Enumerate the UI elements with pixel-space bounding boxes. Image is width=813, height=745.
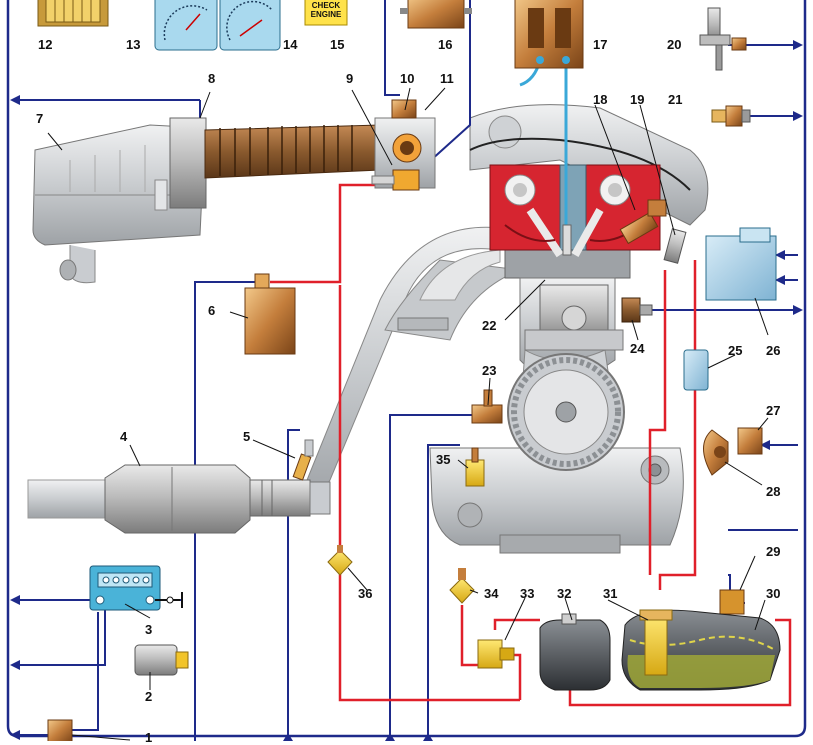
canister-purge-valve bbox=[244, 273, 296, 355]
label-2: 2 bbox=[145, 689, 153, 704]
catalytic-converter bbox=[27, 464, 331, 534]
label-28: 28 bbox=[766, 484, 781, 499]
timing-gear bbox=[507, 353, 625, 471]
label-33: 33 bbox=[520, 586, 535, 601]
throttle-body bbox=[371, 99, 436, 191]
horn-28 bbox=[703, 429, 729, 476]
check-engine-text: CHECK ENGINE bbox=[305, 1, 347, 19]
speed-sensor-24 bbox=[621, 297, 653, 323]
module-27 bbox=[737, 427, 763, 455]
label-12: 12 bbox=[38, 37, 53, 52]
label-26: 26 bbox=[766, 343, 781, 358]
spark-plug bbox=[562, 224, 572, 256]
check-engine-line2: ENGINE bbox=[310, 10, 342, 19]
check-engine-lamp bbox=[304, 0, 348, 26]
label-1: 1 bbox=[145, 730, 153, 745]
label-14: 14 bbox=[283, 37, 298, 52]
label-36: 36 bbox=[358, 586, 373, 601]
label-29: 29 bbox=[766, 544, 781, 559]
label-32: 32 bbox=[557, 586, 572, 601]
temp-sender-35 bbox=[465, 447, 485, 487]
label-17: 17 bbox=[593, 37, 608, 52]
fuel-pump-31 bbox=[639, 609, 673, 676]
label-9: 9 bbox=[346, 71, 354, 86]
label-5: 5 bbox=[243, 429, 251, 444]
label-35: 35 bbox=[436, 452, 451, 467]
check-engine-line1: CHECK bbox=[311, 1, 341, 10]
label-24: 24 bbox=[630, 341, 645, 356]
label-11: 11 bbox=[440, 71, 454, 86]
fuel-lines bbox=[270, 183, 792, 707]
frame-border bbox=[6, 0, 807, 738]
camshaft-sensor bbox=[699, 7, 747, 71]
label-25: 25 bbox=[728, 343, 743, 358]
fuel-pressure-module bbox=[514, 0, 584, 69]
label-8: 8 bbox=[208, 71, 216, 86]
label-18: 18 bbox=[593, 92, 608, 107]
valve-33 bbox=[477, 639, 515, 669]
ecu-unit bbox=[705, 227, 777, 301]
canister-32 bbox=[539, 613, 611, 691]
piston bbox=[524, 284, 624, 351]
label-27: 27 bbox=[766, 403, 781, 418]
label-22: 22 bbox=[482, 318, 497, 333]
fuel-filter bbox=[683, 349, 709, 391]
label-21: 21 bbox=[668, 92, 683, 107]
ecu-pin-connector bbox=[37, 0, 109, 27]
intake-duct bbox=[169, 117, 381, 209]
regulator-34 bbox=[449, 568, 475, 604]
oxygen-sensor bbox=[292, 439, 314, 481]
regulator-36 bbox=[327, 545, 353, 576]
label-10: 10 bbox=[400, 71, 415, 86]
label-7: 7 bbox=[36, 111, 44, 126]
label-16: 16 bbox=[438, 37, 453, 52]
label-3: 3 bbox=[145, 622, 153, 637]
label-4: 4 bbox=[120, 429, 128, 444]
label-20: 20 bbox=[667, 37, 682, 52]
relay-box bbox=[400, 0, 472, 29]
speedometer-gauge bbox=[219, 0, 281, 51]
label-30: 30 bbox=[766, 586, 781, 601]
main-relay bbox=[47, 719, 73, 741]
label-19: 19 bbox=[630, 92, 645, 107]
exhaust-manifold bbox=[304, 226, 521, 507]
label-34: 34 bbox=[484, 586, 499, 601]
label-13: 13 bbox=[126, 37, 141, 52]
ignition-switch bbox=[134, 644, 189, 676]
label-15: 15 bbox=[330, 37, 345, 52]
coolant-temp-sensor bbox=[711, 105, 751, 127]
fuel-injector bbox=[619, 199, 667, 245]
label-6: 6 bbox=[208, 303, 216, 318]
knock-sensor-19 bbox=[663, 228, 687, 264]
air-filter-housing bbox=[32, 124, 206, 284]
label-23: 23 bbox=[482, 363, 497, 378]
label-31: 31 bbox=[603, 586, 618, 601]
tachometer-gauge bbox=[154, 0, 218, 51]
crankshaft-sensor bbox=[471, 389, 503, 424]
module-29 bbox=[719, 589, 745, 615]
cylinder-head-cutaway bbox=[489, 164, 661, 258]
leader-lines bbox=[47, 87, 769, 741]
battery bbox=[89, 565, 183, 611]
